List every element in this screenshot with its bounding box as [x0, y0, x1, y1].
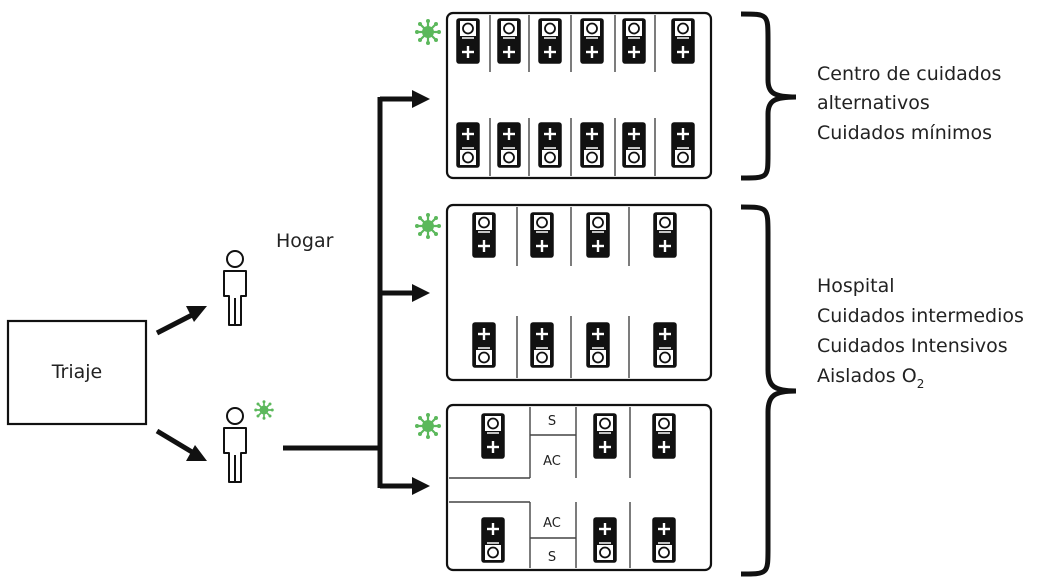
flow-connector	[283, 96, 414, 489]
home-label: Hogar	[276, 230, 334, 252]
person-icon	[223, 250, 247, 326]
triage-label: Triaje	[51, 361, 103, 383]
alt-care-label-3: Cuidados mínimos	[817, 122, 992, 144]
arrow-icon	[155, 306, 207, 461]
alt-care-label-2: alternativos	[817, 92, 930, 114]
room-ac-label: AC	[543, 516, 561, 531]
room-ac-label: AC	[543, 454, 561, 469]
alt-care-label-1: Centro de cuidados	[817, 63, 1001, 85]
room-s-label: S	[548, 414, 556, 429]
hospital-label-3: Cuidados Intensivos	[817, 335, 1008, 357]
hospital-label-1: Hospital	[817, 275, 895, 297]
virus-icon	[413, 211, 443, 241]
room-s-label: S	[548, 550, 556, 565]
virus-icon	[413, 411, 443, 441]
arrow-icon	[412, 90, 430, 495]
infected-person-icon	[223, 407, 247, 483]
isolated-label: Aislados O2	[817, 365, 924, 391]
triage-box	[6, 319, 148, 426]
ward-isolation	[445, 403, 713, 572]
ward-hospital-intermediate	[445, 203, 713, 382]
bracket	[740, 204, 797, 577]
virus-icon	[253, 399, 275, 421]
hospital-label-2: Cuidados intermedios	[817, 305, 1024, 327]
virus-icon	[413, 17, 443, 47]
bracket	[740, 11, 797, 181]
